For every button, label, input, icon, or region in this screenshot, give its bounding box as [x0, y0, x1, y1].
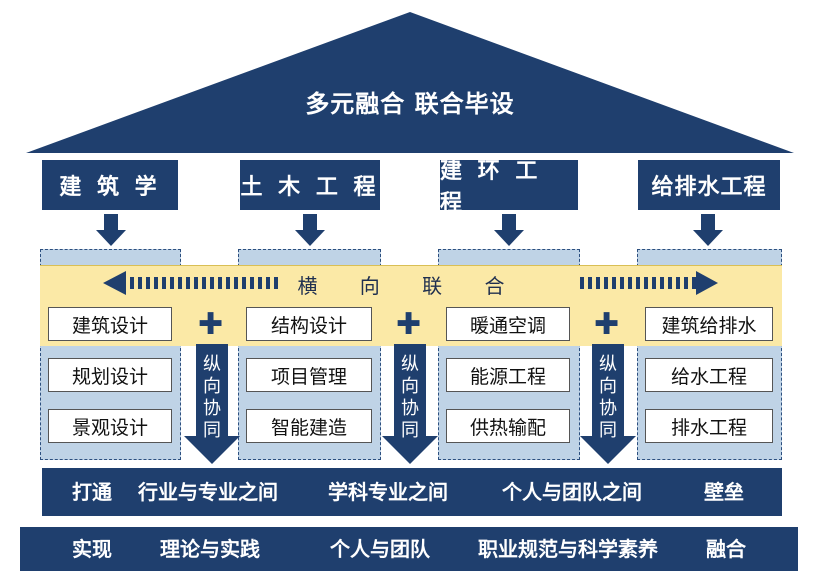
bar1-item: 行业与专业之间	[138, 480, 278, 504]
box-heating-distribution: 供热输配	[446, 409, 570, 443]
bar1-item: 学科专业之间	[328, 480, 448, 504]
box-intelligent-construction: 智能建造	[246, 409, 372, 443]
plus-icon: ✚	[594, 307, 620, 342]
down-arrow-icon	[693, 214, 723, 246]
discipline-water-supply-drainage: 给排水工程	[638, 160, 780, 210]
horizontal-band-label: 横 向 联 合	[297, 274, 523, 298]
box-structural-design: 结构设计	[246, 307, 372, 341]
foundation-bar-achieve-integration: 实现 理论与实践 个人与团队 职业规范与科学素养 融合	[20, 527, 798, 571]
foundation-bar-break-barriers: 打通 行业与专业之间 学科专业之间 个人与团队之间 壁垒	[42, 468, 782, 516]
down-arrow-icon	[580, 344, 636, 464]
plus-icon: ✚	[396, 307, 422, 342]
down-arrow-icon	[184, 344, 240, 464]
down-arrow-icon	[96, 214, 126, 246]
roof-title: 多元融合 联合毕设	[305, 90, 515, 118]
vertical-label-2: 纵向 协同	[401, 354, 419, 441]
vertical-label-1: 纵向 协同	[203, 354, 221, 441]
box-water-supply-engineering: 给水工程	[645, 358, 773, 392]
box-hvac: 暖通空调	[446, 307, 570, 341]
box-energy-engineering: 能源工程	[446, 358, 570, 392]
bar2-item: 职业规范与科学素养	[478, 537, 658, 561]
box-landscape-design: 景观设计	[48, 409, 172, 443]
down-arrow-icon	[295, 214, 325, 246]
right-arrow-icon	[696, 271, 718, 295]
discipline-architecture: 建 筑 学	[42, 160, 178, 210]
box-drainage-engineering: 排水工程	[645, 409, 773, 443]
bar2-item: 实现	[72, 537, 112, 561]
vertical-label-3: 纵向 协同	[599, 354, 617, 441]
box-architectural-design: 建筑设计	[48, 307, 172, 341]
left-arrow-icon	[103, 271, 126, 295]
box-building-water-drainage: 建筑给排水	[645, 307, 773, 341]
roof-shape	[26, 12, 794, 153]
bar1-item: 个人与团队之间	[502, 480, 642, 504]
down-arrow-icon	[494, 214, 524, 246]
bar2-item: 理论与实践	[160, 537, 260, 561]
bar2-item: 融合	[706, 537, 746, 561]
bar1-item: 打通	[72, 480, 112, 504]
box-planning-design: 规划设计	[48, 358, 172, 392]
discipline-civil-engineering: 土 木 工 程	[240, 160, 380, 210]
horizontal-arrows	[103, 271, 718, 295]
discipline-building-environment: 建 环 工 程	[440, 159, 578, 216]
down-arrow-icon	[382, 344, 438, 464]
header-down-arrows	[96, 214, 723, 246]
bar2-item: 个人与团队	[330, 537, 430, 561]
bar1-item: 壁垒	[704, 480, 744, 504]
box-project-management: 项目管理	[246, 358, 372, 392]
vertical-arrows	[184, 344, 636, 464]
plus-icon: ✚	[198, 307, 224, 342]
